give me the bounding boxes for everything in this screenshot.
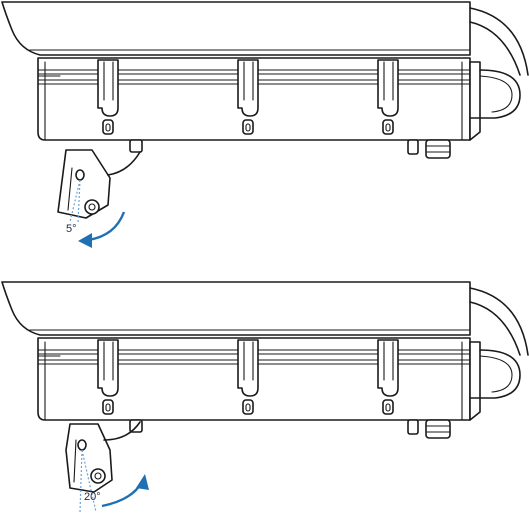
tilt-angle-label: 20° [84, 491, 101, 503]
arrow-head-down [78, 233, 92, 248]
rotation-arrow-down [87, 211, 126, 242]
camera-housing-top [1, 1, 529, 159]
mount-bracket [65, 421, 141, 513]
arrow-head-up [136, 474, 149, 490]
camera-housing-bottom [1, 281, 529, 439]
mount-bracket [57, 149, 141, 223]
tilt-up-view: 20° [1, 281, 529, 513]
tilt-down-view: 5° [1, 1, 529, 248]
rotation-arrow-up [101, 481, 144, 508]
tilt-angle-label: 5° [66, 223, 77, 235]
